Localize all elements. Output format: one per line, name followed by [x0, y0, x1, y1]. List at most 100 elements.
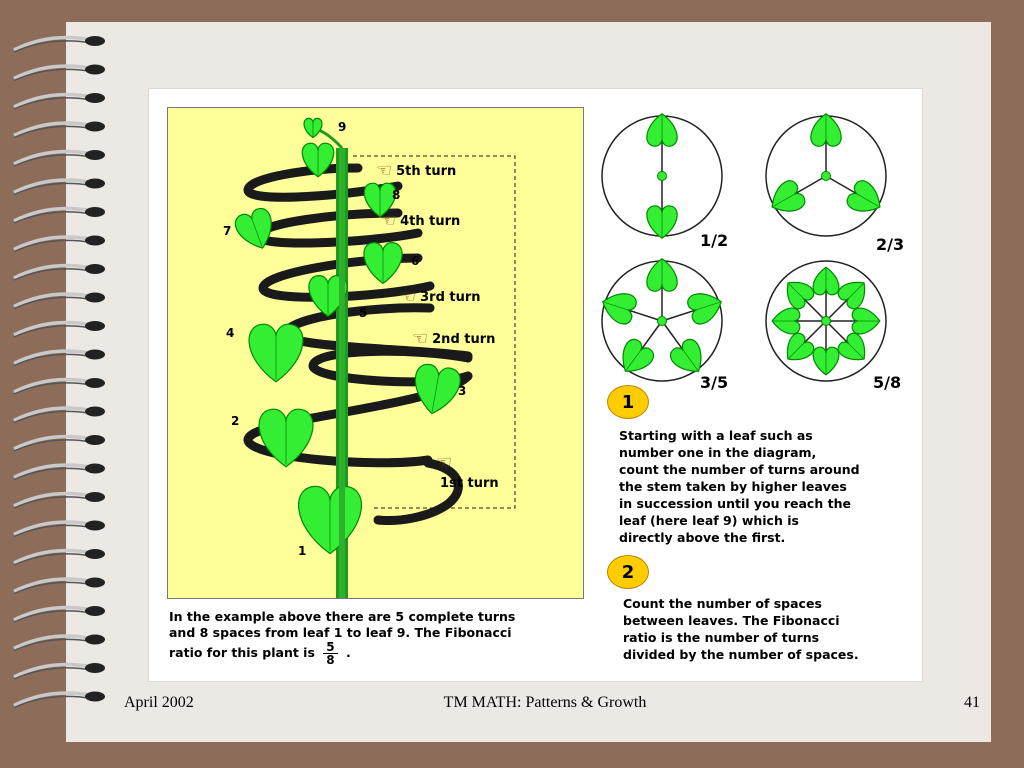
spiral-band	[243, 163, 403, 202]
footer-title: TM MATH: Patterns & Growth	[443, 694, 647, 711]
binding-ring-shadow	[13, 553, 93, 566]
binding-hole	[85, 663, 105, 673]
binding-hole	[85, 691, 105, 702]
leaf-number-8: 8	[392, 188, 401, 202]
binding-hole	[85, 264, 105, 274]
caption-line: ratio for this plant is 5 8 .	[169, 641, 589, 666]
step-line: count the number of turns around	[619, 462, 860, 477]
binding-hole	[85, 492, 105, 502]
binding-hole	[85, 463, 105, 474]
binding-ring-shadow	[13, 68, 93, 82]
leaf-number-9: 9	[338, 120, 347, 134]
diagram-leaf	[646, 205, 678, 239]
binding-hole	[85, 378, 105, 388]
plant-panel: 1 2 3 4 5 6 7 8 9 ☜ 5th turn ☜ 4th turn …	[167, 107, 584, 599]
binding-ring	[13, 263, 93, 280]
diagram-leaf	[837, 281, 866, 310]
binding-ring	[13, 548, 93, 565]
leaf-number-7: 7	[223, 224, 232, 238]
binding-ring	[13, 691, 93, 708]
step-line: Starting with a leaf such as	[619, 428, 813, 443]
binding-ring-shadow	[13, 695, 93, 709]
binding-ring-shadow	[13, 239, 93, 253]
turn-label: 2nd turn	[432, 331, 496, 347]
binding-ring	[13, 349, 93, 366]
binding-ring-shadow	[13, 439, 93, 452]
binding-ring	[13, 491, 93, 508]
binding-hole	[85, 634, 105, 645]
binding-ring	[13, 605, 93, 622]
diagram-leaf	[786, 332, 815, 361]
binding-ring-shadow	[13, 496, 93, 509]
binding-ring	[13, 320, 93, 337]
binding-ring-shadow	[13, 268, 93, 281]
pointing-hand-icon: ☜	[376, 160, 393, 181]
binding-ring-shadow	[13, 353, 93, 367]
diagram-center	[821, 316, 831, 326]
leaf-7	[234, 207, 272, 249]
diagram-leaf	[786, 281, 815, 310]
binding-ring	[13, 121, 93, 138]
leaf-2	[258, 408, 314, 468]
diagram-leaf	[771, 180, 806, 212]
binding-ring	[13, 149, 93, 166]
binding-ring-shadow	[13, 610, 93, 623]
binding-hole	[85, 349, 105, 360]
step-1-badge: 1	[607, 385, 649, 419]
step-2-text: Count the number of spaces between leave…	[623, 595, 923, 663]
diagram-center	[657, 171, 667, 181]
leaf-number-3: 3	[458, 384, 467, 398]
step-line: Count the number of spaces	[623, 596, 822, 611]
leaf-number-1: 1	[298, 544, 307, 558]
diagram-leaf	[646, 113, 678, 147]
page-number: 41	[964, 694, 980, 711]
turn-label-1st: 1st turn	[440, 476, 499, 491]
leaf-diagram-5-8	[765, 260, 887, 382]
caption-end: .	[346, 645, 351, 660]
binding-hole	[85, 321, 105, 331]
diagram-label-1-2: 1/2	[700, 231, 729, 250]
pointing-hand-icon: ☜	[412, 328, 429, 349]
leaf-tip	[303, 117, 323, 139]
binding-hole	[85, 520, 105, 531]
step-line: directly above the first.	[619, 530, 786, 545]
binding-ring	[13, 92, 93, 109]
binding-ring	[13, 662, 93, 679]
diagram-center	[657, 316, 667, 326]
binding-ring	[13, 377, 93, 394]
diagram-leaf	[771, 307, 801, 335]
binding-ring	[13, 64, 93, 81]
leaf-9	[301, 142, 335, 178]
diagram-label-2-3: 2/3	[876, 235, 905, 254]
turn-label: 3rd turn	[420, 289, 481, 305]
binding-ring-shadow	[13, 40, 93, 53]
leaf-3	[414, 364, 461, 415]
binding-ring	[13, 634, 93, 651]
turn-label: 4th turn	[400, 213, 461, 229]
binding-ring	[13, 35, 93, 52]
diagram-leaf	[602, 293, 637, 325]
step-line: the stem taken by higher leaves	[619, 479, 847, 494]
step-line: between leaves. The Fibonacci	[623, 613, 840, 628]
binding-hole	[85, 64, 105, 75]
diagram-leaf	[837, 332, 866, 361]
binding-ring	[13, 577, 93, 594]
caption-line: and 8 spaces from leaf 1 to leaf 9. The …	[169, 625, 512, 640]
footer-date: April 2002	[124, 694, 194, 711]
binding-ring-shadow	[13, 638, 93, 652]
leaf-diagram-3-5	[601, 258, 723, 382]
diagram-leaf	[669, 338, 702, 372]
diagram-leaf	[622, 338, 655, 372]
pointing-hand-icon: ☜	[400, 286, 417, 307]
ratio-denominator: 8	[326, 653, 335, 667]
step-line: in succession until you reach the	[619, 496, 851, 511]
leaf-5	[308, 274, 348, 318]
spiral-binding	[13, 35, 105, 709]
diagram-leaf	[812, 266, 840, 296]
binding-ring	[13, 292, 93, 309]
step-line: divided by the number of spaces.	[623, 647, 859, 662]
step-1-text: Starting with a leaf such as number one …	[619, 427, 919, 546]
binding-hole	[85, 93, 105, 103]
step-2-badge: 2	[607, 555, 649, 589]
turn-1st: ☜	[436, 454, 452, 472]
